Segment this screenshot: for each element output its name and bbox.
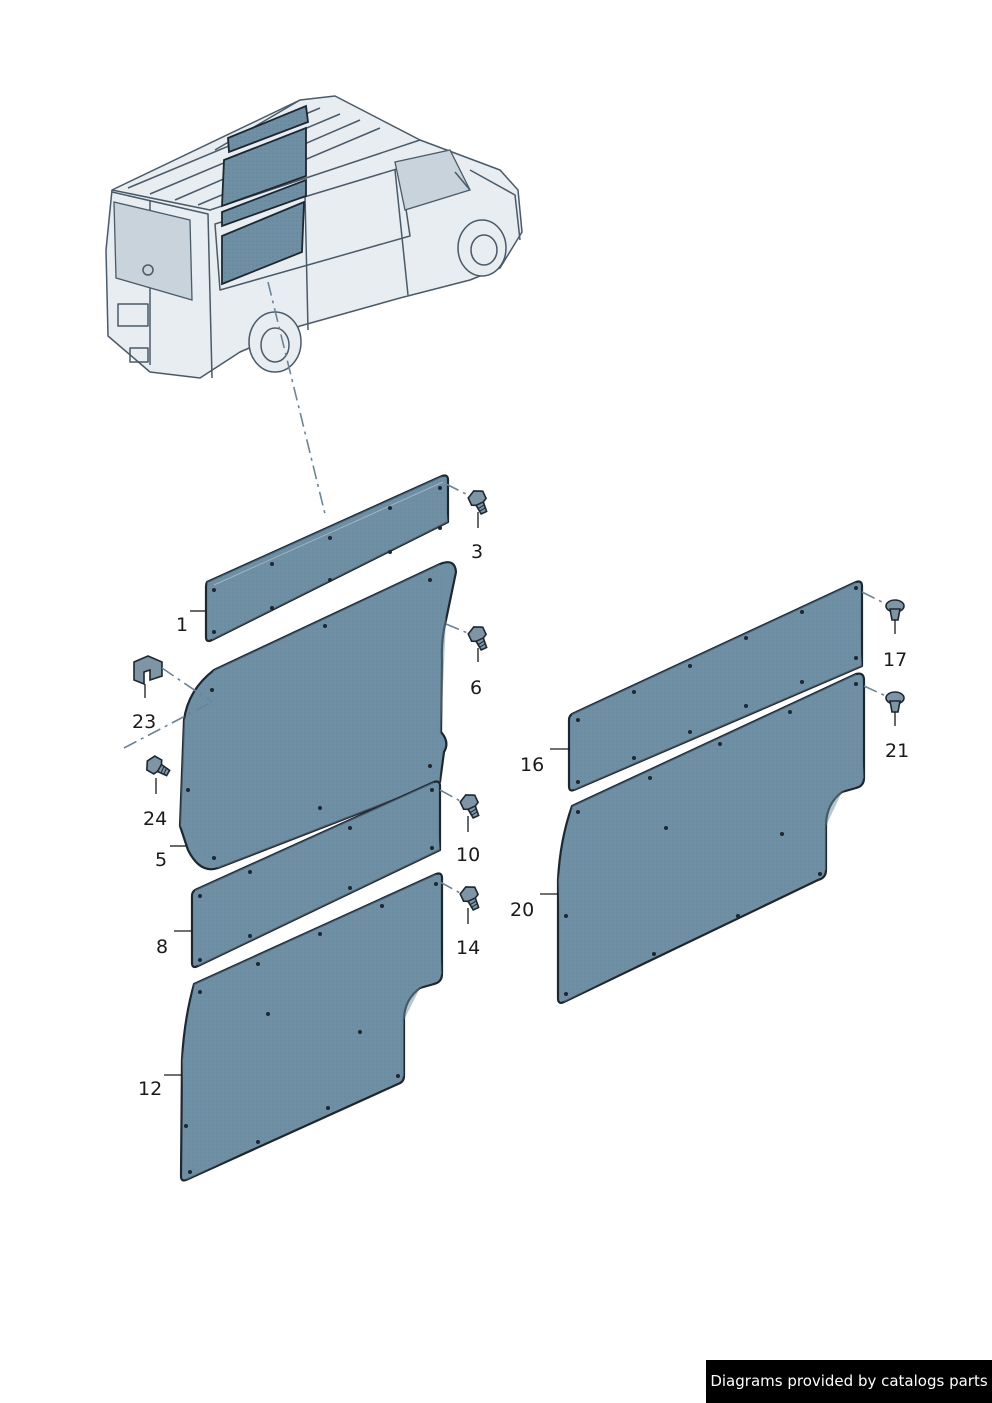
clip-part-21 [863,685,905,713]
panel-part-5 [178,561,458,871]
callout-17: 17 [883,649,907,671]
screw-part-3 [445,483,492,517]
callout-16: 16 [520,754,544,776]
callout-12: 12 [138,1078,162,1100]
clip-part-17 [861,591,905,621]
panel-part-12 [179,872,444,1182]
panel-part-1 [204,474,450,643]
callout-8: 8 [156,936,168,958]
bracket-part-23 [133,655,213,703]
callout-21: 21 [885,740,909,762]
callout-20: 20 [510,899,534,921]
callout-14: 14 [456,937,480,959]
screw-part-6 [445,622,492,653]
leader-lines [144,512,896,1076]
van-illustration [105,95,523,379]
callout-5: 5 [155,849,167,871]
panel-part-8 [190,780,442,969]
panel-part-20 [556,672,866,1004]
callout-1: 1 [176,614,188,636]
callout-10: 10 [456,844,480,866]
screw-part-14 [439,881,484,913]
callout-6: 6 [470,677,482,699]
callout-3: 3 [471,541,483,563]
screw-part-24 [123,701,213,781]
callout-23: 23 [132,711,156,733]
credit-badge: Diagrams provided by catalogs parts [706,1360,992,1403]
panel-part-16 [567,580,864,792]
screw-part-10 [439,789,484,821]
callout-24: 24 [143,808,167,830]
reference-line [267,281,327,519]
